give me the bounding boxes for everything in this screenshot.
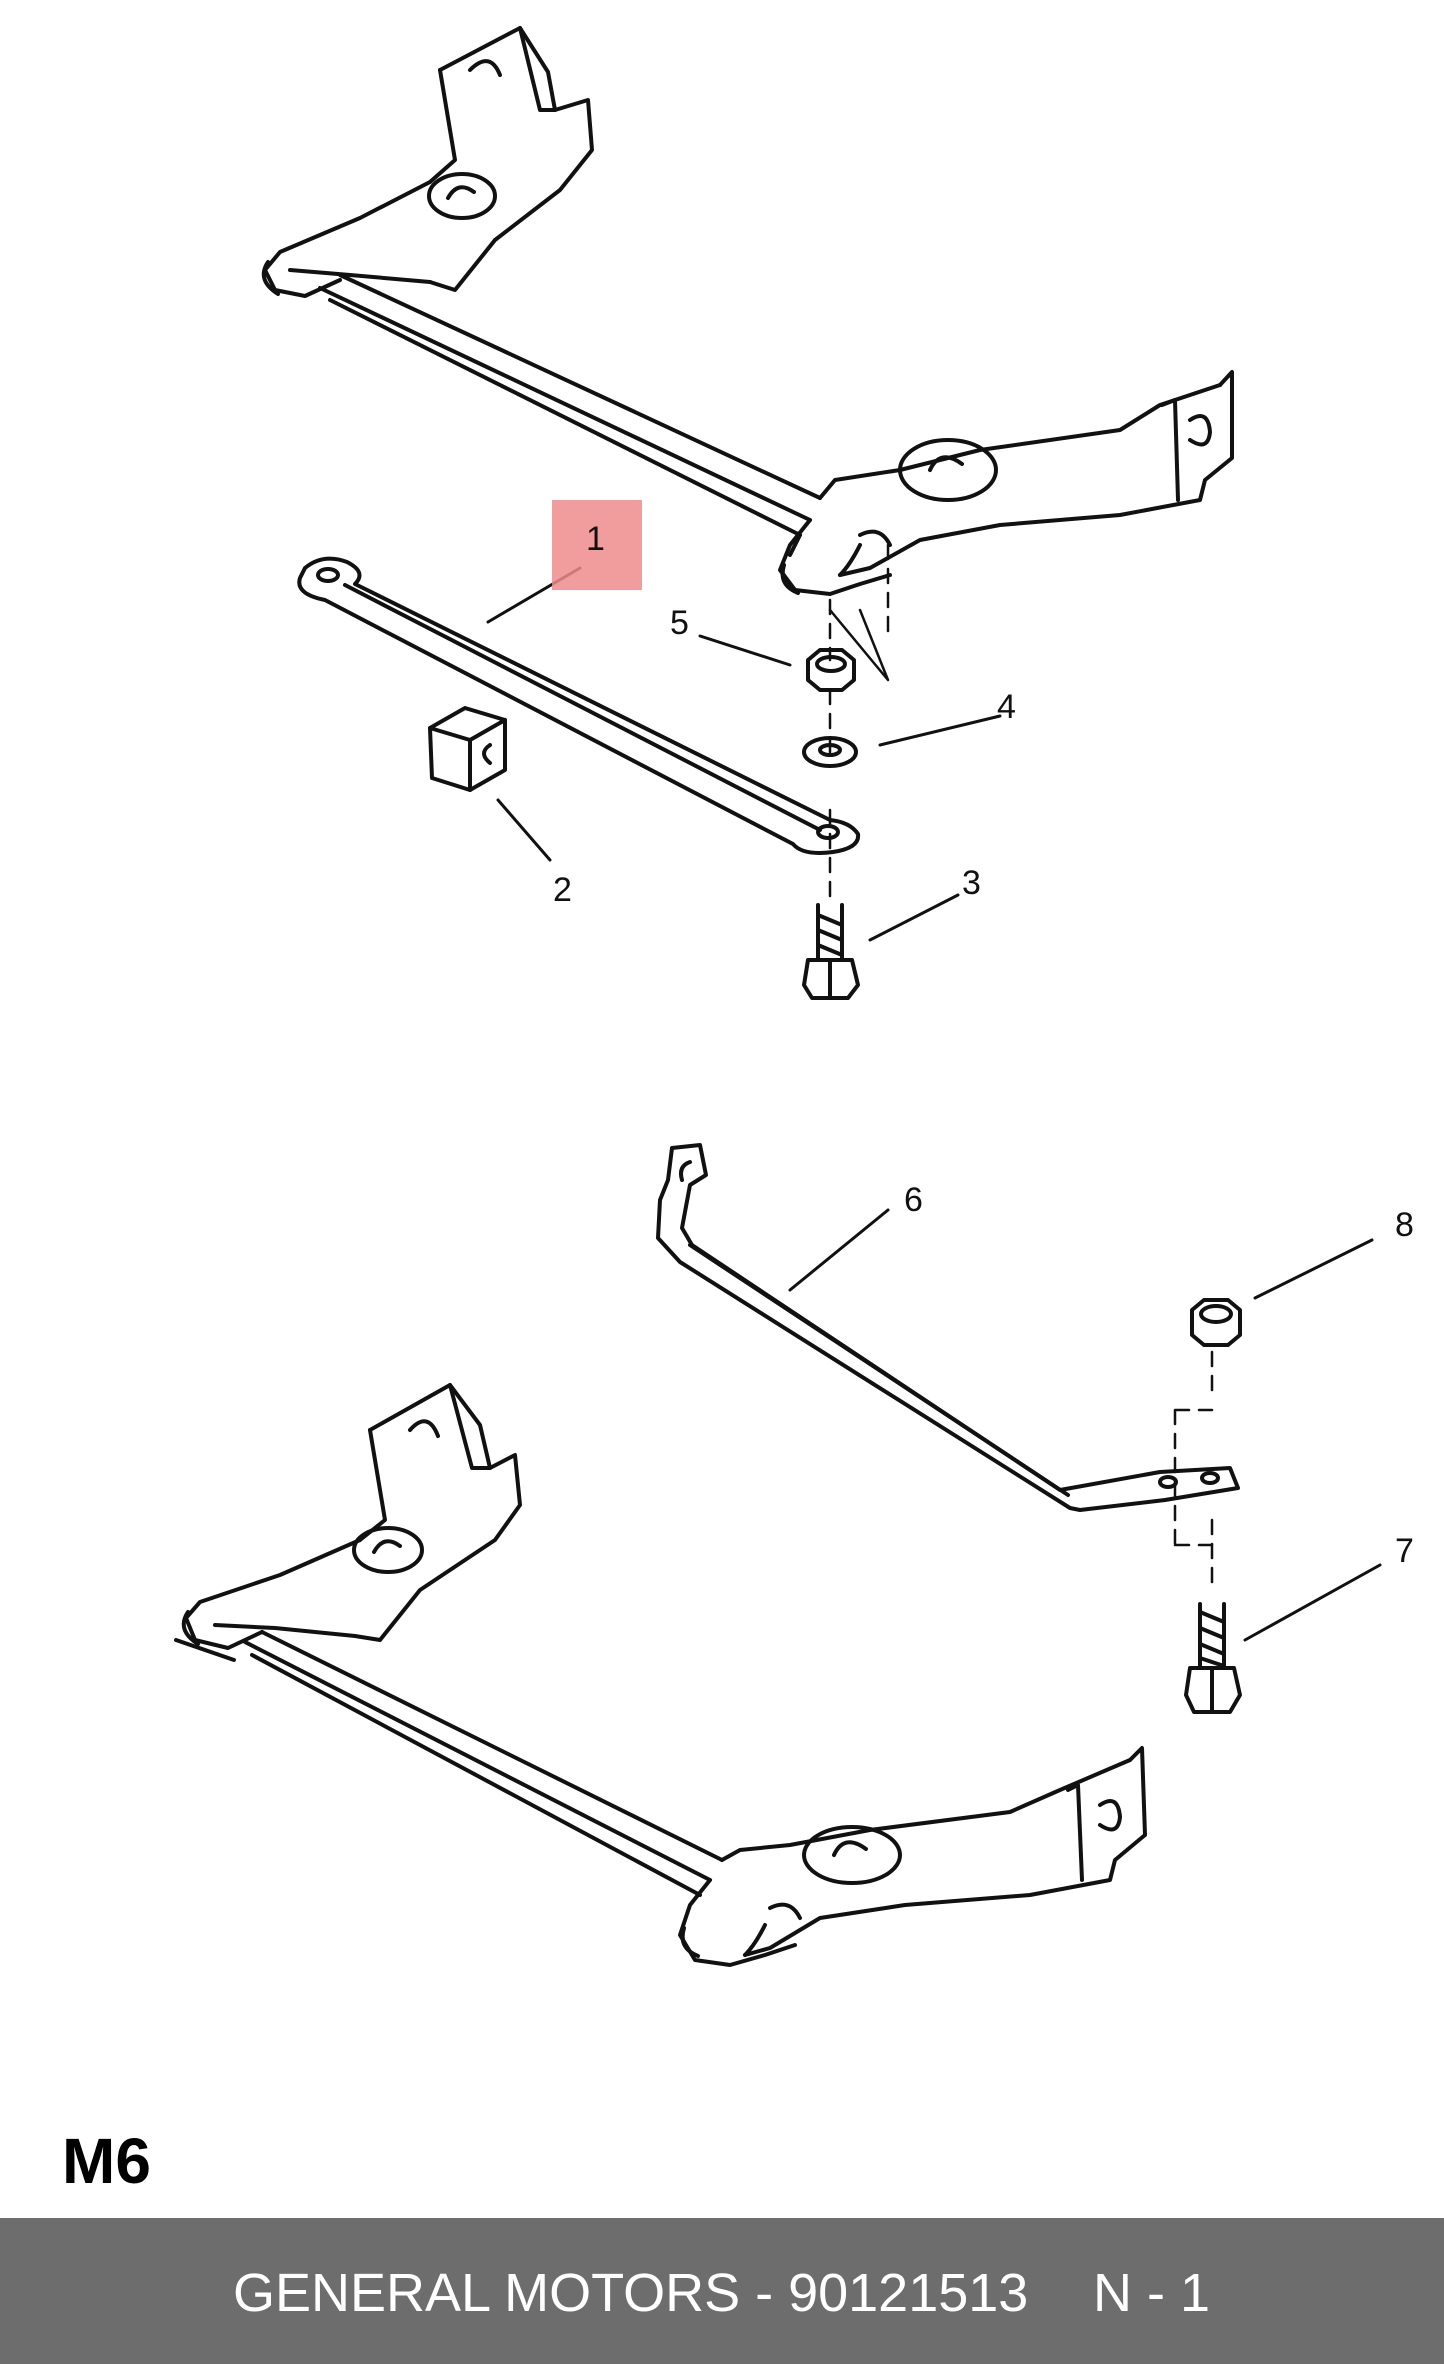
top-crossmember [261, 26, 1234, 596]
part-4-washer [802, 736, 858, 768]
callout-3[interactable]: 3 [962, 864, 981, 902]
callout-labels: 1 2 3 4 5 6 7 8 [553, 520, 1414, 1570]
section-code: M6 [62, 2125, 151, 2197]
part-5-nut [806, 648, 856, 692]
callout-2[interactable]: 2 [553, 871, 572, 909]
callout-4[interactable]: 4 [997, 688, 1016, 726]
part-8-nut [1190, 1298, 1242, 1347]
callout-5[interactable]: 5 [670, 604, 689, 642]
callout-6[interactable]: 6 [904, 1181, 923, 1219]
part-7-bolt [1184, 1602, 1242, 1714]
bottom-crossmember [174, 1383, 1147, 1967]
callout-8[interactable]: 8 [1395, 1206, 1414, 1244]
assembly-lines-top [828, 543, 890, 902]
callout-7[interactable]: 7 [1395, 1532, 1414, 1570]
footer-title: GENERAL MOTORS - 90121513 [233, 2263, 1029, 2323]
assembly-lines-bottom [1173, 1350, 1214, 1592]
footer-page-number: N - 1 [1093, 2263, 1211, 2323]
part-1-tie-rod [297, 556, 861, 855]
part-6-stabilizer-bar [656, 1143, 1240, 1512]
parts-diagram: 1 2 3 4 5 6 7 8 [174, 26, 1414, 1967]
highlight-box-part-1 [552, 500, 642, 590]
footer-bar: GENERAL MOTORS - 90121513 N - 1 [0, 2218, 1444, 2364]
part-3-bolt [802, 903, 860, 1000]
part-2-bushing [428, 706, 507, 792]
callout-1[interactable]: 1 [586, 520, 605, 558]
